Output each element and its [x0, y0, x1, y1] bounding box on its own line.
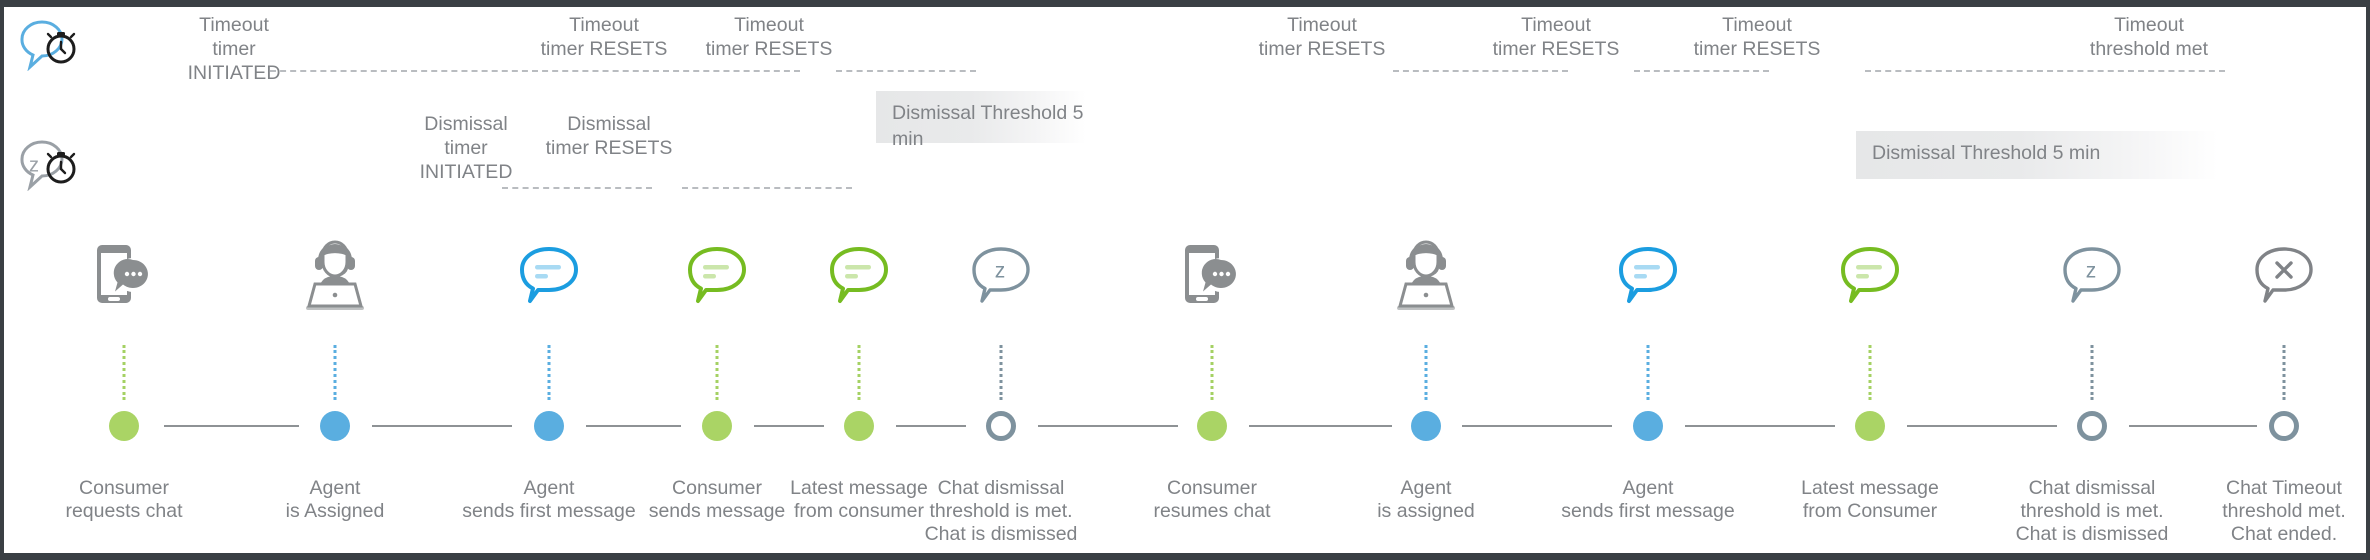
timeline-event-agent-sends-first-message[interactable]: Agent sends first message [419, 7, 679, 553]
svg-text:z: z [29, 154, 39, 176]
timeline-event-consumer-resumes-chat[interactable]: Consumer resumes chat [1082, 7, 1342, 553]
event-label: Agent is assigned [1377, 477, 1475, 522]
timeline-event-latest-message-from-consumer-2[interactable]: Latest message from Consumer [1740, 7, 2000, 553]
timer-label: Timeout timer INITIATED [187, 14, 281, 84]
timeline-event-consumer-sends-message[interactable]: Consumer sends message [587, 7, 847, 553]
timeline-segment [1907, 425, 2057, 427]
timer-dashed-line [1393, 70, 1568, 72]
timeline-segment [2129, 425, 2257, 427]
timer-label: Timeout timer RESETS [1693, 14, 1821, 60]
timer-label: Dismissal timer RESETS [545, 113, 673, 159]
timeline-node[interactable] [109, 411, 139, 441]
event-connector-line [2282, 345, 2286, 400]
phone-chat-icon [1172, 235, 1252, 317]
timer-label: Timeout timer RESETS [705, 14, 833, 60]
timeline-segment [372, 425, 512, 427]
timeline-node[interactable] [534, 411, 564, 441]
timeline-node[interactable] [1197, 411, 1227, 441]
timeline-node[interactable] [1633, 411, 1663, 441]
timeline-node[interactable] [844, 411, 874, 441]
timer-label: Timeout timer RESETS [1258, 14, 1386, 60]
timeline-segment [586, 425, 681, 427]
event-label: Chat dismissal threshold is met. Chat is… [2015, 477, 2169, 545]
close-bubble-icon [2244, 235, 2324, 317]
timeline-event-latest-message-from-consumer[interactable]: Latest message from consumer [729, 7, 989, 553]
timer-dashed-line [836, 70, 976, 72]
timeline-event-consumer-requests-chat[interactable]: Consumer requests chat [4, 7, 254, 553]
timeout-timer-legend-icon [14, 15, 84, 71]
chat-bubble-lines-icon [509, 235, 589, 317]
timeline-node[interactable] [1855, 411, 1885, 441]
event-label: Agent sends first message [1561, 477, 1735, 522]
event-label: Consumer resumes chat [1153, 477, 1271, 522]
timeline-event-agent-sends-first-message-2[interactable]: Agent sends first message [1518, 7, 1778, 553]
event-connector-line [715, 345, 719, 400]
timer-label: Timeout threshold met [2089, 14, 2209, 60]
timeline-node[interactable] [320, 411, 350, 441]
timeline-event-chat-timeout-threshold-met[interactable]: Chat Timeout threshold met. Chat ended. [2154, 7, 2366, 553]
chat-bubble-lines-icon [677, 235, 757, 317]
phone-chat-icon [84, 235, 164, 317]
event-connector-line [1646, 345, 1650, 400]
event-connector-line [857, 345, 861, 400]
timeline-node[interactable] [2077, 411, 2107, 441]
event-label: Consumer sends message [648, 477, 786, 522]
event-connector-line [1210, 345, 1214, 400]
event-label: Latest message from Consumer [1801, 477, 1939, 522]
timer-dashed-line [1865, 70, 2225, 72]
timer-dashed-line [502, 187, 652, 189]
timeline-node[interactable] [2269, 411, 2299, 441]
dismissal-timer-legend-icon: z [14, 135, 84, 191]
event-connector-line [1424, 345, 1428, 400]
dismissal-threshold-box: Dismissal Threshold 5 min [876, 91, 1086, 150]
timer-label: Dismissal timer INITIATED [419, 113, 513, 183]
agent-headset-laptop-icon [1386, 235, 1466, 317]
event-connector-line [1868, 345, 1872, 400]
sleep-bubble-icon: z [961, 235, 1041, 317]
event-label: Agent is Assigned [285, 477, 385, 522]
event-label: Chat Timeout threshold met. Chat ended. [2222, 477, 2346, 545]
svg-text:z: z [2086, 260, 2097, 283]
event-label: Agent sends first message [462, 477, 636, 522]
timeline-segment [1462, 425, 1612, 427]
timeline-segment [1038, 425, 1178, 427]
timer-dashed-line [270, 70, 800, 72]
event-label: Consumer requests chat [65, 477, 183, 522]
event-connector-line [2090, 345, 2094, 400]
chat-bubble-lines-icon [1830, 235, 1910, 317]
event-label: Latest message from consumer [790, 477, 928, 522]
event-connector-line [547, 345, 551, 400]
svg-text:z: z [995, 260, 1006, 283]
timeline-event-agent-is-assigned-2[interactable]: Agent is assigned [1296, 7, 1556, 553]
event-connector-line [122, 345, 126, 400]
agent-headset-laptop-icon [295, 235, 375, 317]
chat-bubble-lines-icon [1608, 235, 1688, 317]
timeline-segment [754, 425, 824, 427]
event-label: Chat dismissal threshold is met. Chat is… [924, 477, 1078, 545]
timeline-node[interactable] [1411, 411, 1441, 441]
timeline-segment [896, 425, 966, 427]
event-connector-line [999, 345, 1003, 400]
timeline-segment [164, 425, 299, 427]
timer-dashed-line [682, 187, 852, 189]
timeline-segment [1249, 425, 1392, 427]
timeline-node[interactable] [702, 411, 732, 441]
event-connector-line [333, 345, 337, 400]
timer-label: Timeout timer RESETS [540, 14, 668, 60]
timeline-node[interactable] [986, 411, 1016, 441]
dismissal-threshold-box: Dismissal Threshold 5 min [1856, 131, 2218, 179]
timeline-segment [1685, 425, 1835, 427]
timer-label: Timeout timer RESETS [1492, 14, 1620, 60]
chat-bubble-lines-icon [819, 235, 899, 317]
timer-dashed-line [1634, 70, 1769, 72]
timeline-event-agent-is-assigned[interactable]: Agent is Assigned [205, 7, 465, 553]
sleep-bubble-icon: z [2052, 235, 2132, 317]
